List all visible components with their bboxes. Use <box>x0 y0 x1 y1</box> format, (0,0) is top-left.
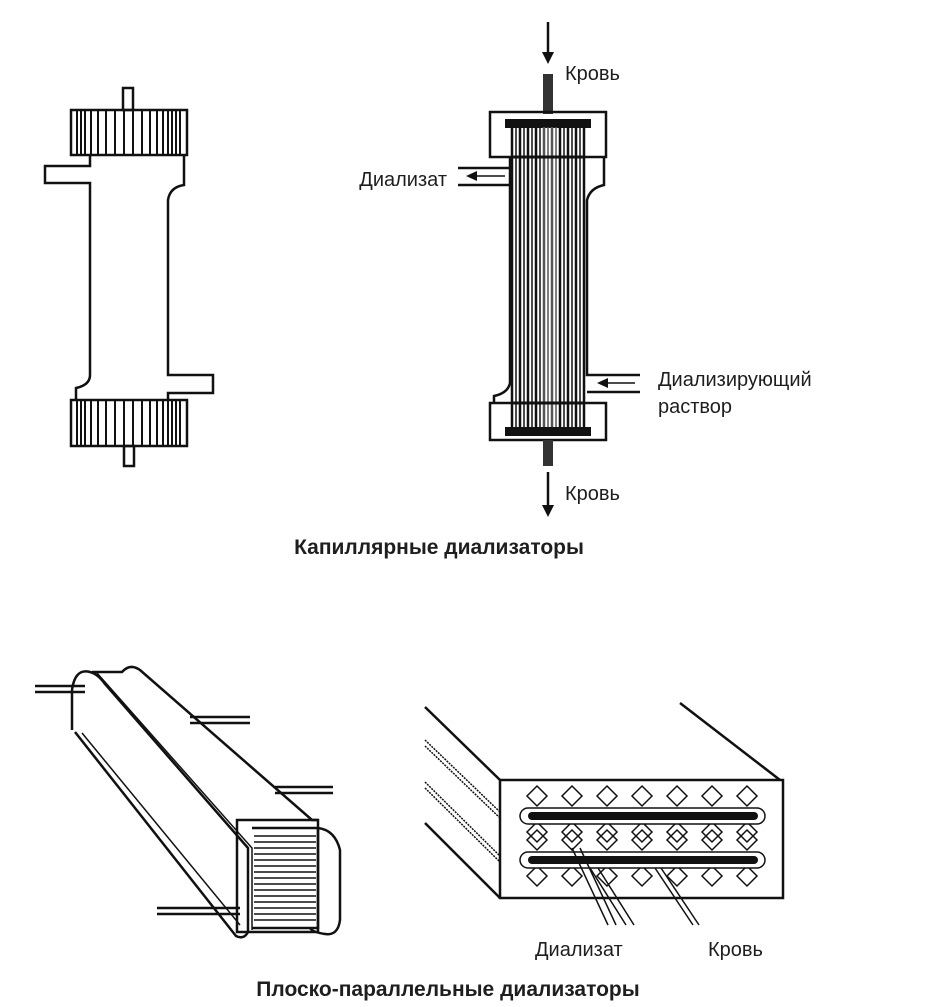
flat-caption: Плоско-параллельные диализаторы <box>256 978 639 1001</box>
blood-in-arrow-icon <box>542 22 554 64</box>
flat-dialyzer-section: Диализат Кровь <box>424 702 785 961</box>
capillary-dialyzer-section: Кровь Диализат Диализирующий раствор Кро… <box>359 22 812 517</box>
spacer-diamond <box>735 784 759 808</box>
spacer-diamond <box>525 820 549 844</box>
spacer-diamond <box>595 828 619 852</box>
spacer-diamond <box>665 784 689 808</box>
spacer-diamond <box>700 828 724 852</box>
flat-blood-label: Кровь <box>708 939 763 961</box>
spacer-diamond <box>630 864 654 888</box>
solution-in-arrow-icon <box>597 378 635 388</box>
blood-in-label: Кровь <box>565 63 620 85</box>
spacer-diamond <box>665 820 689 844</box>
dialysate-label: Диализат <box>359 169 447 191</box>
capillary-dialyzer-exterior <box>43 86 215 468</box>
capillary-caption: Капиллярные диализаторы <box>294 536 584 559</box>
dialysing-solution-label: Диализирующий <box>658 369 812 391</box>
spacer-diamond <box>560 784 584 808</box>
spacer-diamond <box>525 864 549 888</box>
spacer-diamond <box>665 828 689 852</box>
spacer-diamond <box>560 864 584 888</box>
spacer-diamond <box>630 828 654 852</box>
spacer-diamond <box>560 828 584 852</box>
spacer-diamond <box>735 820 759 844</box>
spacer-diamond <box>630 784 654 808</box>
flat-dialyzer-exterior <box>35 665 342 939</box>
spacer-diamond <box>595 784 619 808</box>
dialysate-out-arrow-icon <box>466 171 505 181</box>
spacer-diamond <box>595 820 619 844</box>
spacer-diamond <box>665 864 689 888</box>
spacer-diamond <box>700 820 724 844</box>
spacer-diamond <box>525 828 549 852</box>
spacer-diamond <box>630 820 654 844</box>
spacer-diamond <box>700 864 724 888</box>
blood-out-arrow-icon <box>542 472 554 517</box>
flat-dialysate-label: Диализат <box>535 939 623 961</box>
blood-out-label: Кровь <box>565 483 620 505</box>
spacer-diamond <box>735 864 759 888</box>
spacer-diamond <box>560 820 584 844</box>
spacer-diamond <box>700 784 724 808</box>
spacer-diamond <box>735 828 759 852</box>
dialysing-solution-label-2: раствор <box>658 396 732 418</box>
spacer-diamond <box>525 784 549 808</box>
